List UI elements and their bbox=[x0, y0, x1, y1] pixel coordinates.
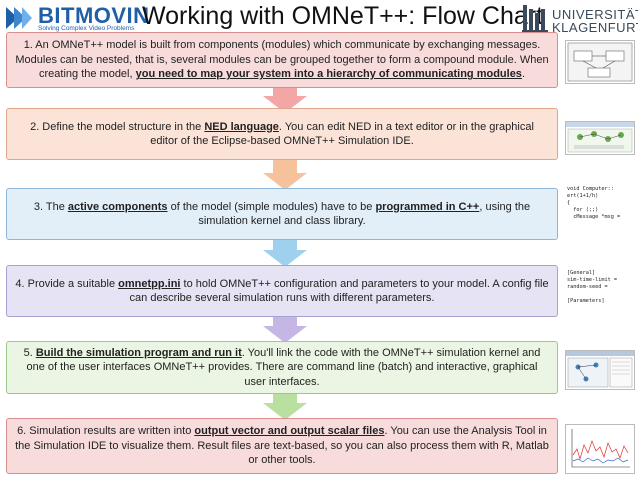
step-2-keyword: NED language bbox=[204, 120, 279, 133]
step-3-text: 3. The active components of the model (s… bbox=[15, 200, 549, 229]
university-logo: UNIVERSITÄT KLAGENFURT bbox=[522, 3, 638, 39]
step-1-text-part: . bbox=[521, 68, 525, 81]
step-4-keyword: omnetpp.ini bbox=[118, 277, 181, 290]
step-3-text-part: of the model (simple modules) have to be bbox=[167, 200, 376, 213]
flow-arrow-5 bbox=[263, 390, 307, 420]
step-3-text-part: 3. The bbox=[33, 200, 68, 213]
ini-code-snippet: [General] sim-time-limit = random-seed =… bbox=[567, 270, 617, 304]
header: BITMOVIN Solving Complex Video Problems … bbox=[0, 0, 638, 34]
step-4-text: 4. Provide a suitable omnetpp.ini to hol… bbox=[15, 277, 549, 306]
step-6-keyword: output vector and output scalar files bbox=[194, 425, 385, 438]
university-line1: UNIVERSITÄT bbox=[552, 7, 638, 22]
step-3-keyword: active components bbox=[67, 200, 168, 213]
flow-arrow-4 bbox=[263, 313, 307, 343]
bitmovin-wordmark: BITMOVIN bbox=[38, 3, 150, 28]
ini-file-thumbnail: [General] sim-time-limit = random-seed =… bbox=[565, 268, 635, 314]
step-5-text: 5. Build the simulation program and run … bbox=[15, 346, 549, 390]
page-title: Working with OMNeT++: Flow Chart bbox=[142, 2, 544, 30]
step-4-text-part: to hold OMNeT++ configuration and parame… bbox=[129, 277, 549, 305]
university-building-icon bbox=[522, 5, 548, 32]
step-1-box: 1. An OMNeT++ model is built from compon… bbox=[6, 32, 558, 88]
flow-arrow-1 bbox=[263, 83, 307, 113]
step-5-box: 5. Build the simulation program and run … bbox=[6, 341, 558, 394]
bitmovin-logo: BITMOVIN Solving Complex Video Problems bbox=[4, 3, 149, 33]
university-name: UNIVERSITÄT KLAGENFURT bbox=[552, 8, 638, 34]
step-1-keyword: you need to map your system into a hiera… bbox=[135, 68, 522, 81]
step-6-text-part: 6. Simulation results are written into bbox=[17, 425, 195, 438]
ned-editor-screenshot-icon bbox=[566, 122, 634, 153]
step-2-text-part: . You can edit NED in a text editor or i… bbox=[150, 120, 534, 148]
step-3-box: 3. The active components of the model (s… bbox=[6, 188, 558, 240]
step-4-box: 4. Provide a suitable omnetpp.ini to hol… bbox=[6, 265, 558, 317]
module-hierarchy-diagram-icon bbox=[567, 42, 633, 82]
analysis-plot-thumbnail bbox=[565, 424, 635, 474]
step-5-text-part: . You'll link the code with the OMNeT++ … bbox=[26, 346, 541, 388]
step-6-text-part: . You can use the Analysis Tool in the S… bbox=[15, 425, 549, 467]
step-2-text: 2. Define the model structure in the NED… bbox=[15, 120, 549, 149]
step-5-text-part: 5. bbox=[23, 346, 36, 359]
step-2-box: 2. Define the model structure in the NED… bbox=[6, 108, 558, 160]
ned-editor-thumbnail bbox=[565, 121, 635, 155]
flow-arrow-2 bbox=[263, 160, 307, 190]
simulation-gui-screenshot-icon bbox=[566, 351, 634, 388]
university-line2: KLAGENFURT bbox=[552, 20, 638, 35]
bitmovin-mark-icon bbox=[6, 7, 32, 29]
cpp-code-snippet: void Computer:: ert(1+1/h) { for (;;) cM… bbox=[567, 186, 621, 220]
cpp-code-thumbnail: void Computer:: ert(1+1/h) { for (;;) cM… bbox=[565, 184, 635, 226]
step-6-text: 6. Simulation results are written into o… bbox=[15, 424, 549, 468]
step-4-text-part: 4. Provide a suitable bbox=[15, 277, 119, 290]
flow-arrow-3 bbox=[263, 237, 307, 267]
step-1-text: 1. An OMNeT++ model is built from compon… bbox=[15, 38, 549, 82]
simulation-gui-thumbnail bbox=[565, 350, 635, 390]
result-plot-screenshot-icon bbox=[566, 425, 634, 473]
step-2-text-part: 2. Define the model structure in the bbox=[30, 120, 205, 133]
step-5-keyword: Build the simulation program and run it bbox=[35, 346, 242, 359]
step-6-box: 6. Simulation results are written into o… bbox=[6, 418, 558, 474]
step-3-keyword: programmed in C++ bbox=[375, 200, 480, 213]
step-1-text-part: 1. An OMNeT++ model is built from compon… bbox=[15, 39, 549, 81]
module-hierarchy-thumbnail bbox=[565, 40, 635, 84]
bitmovin-tagline: Solving Complex Video Problems bbox=[38, 25, 135, 32]
step-3-text-part: , using the simulation kernel and class … bbox=[198, 200, 531, 228]
